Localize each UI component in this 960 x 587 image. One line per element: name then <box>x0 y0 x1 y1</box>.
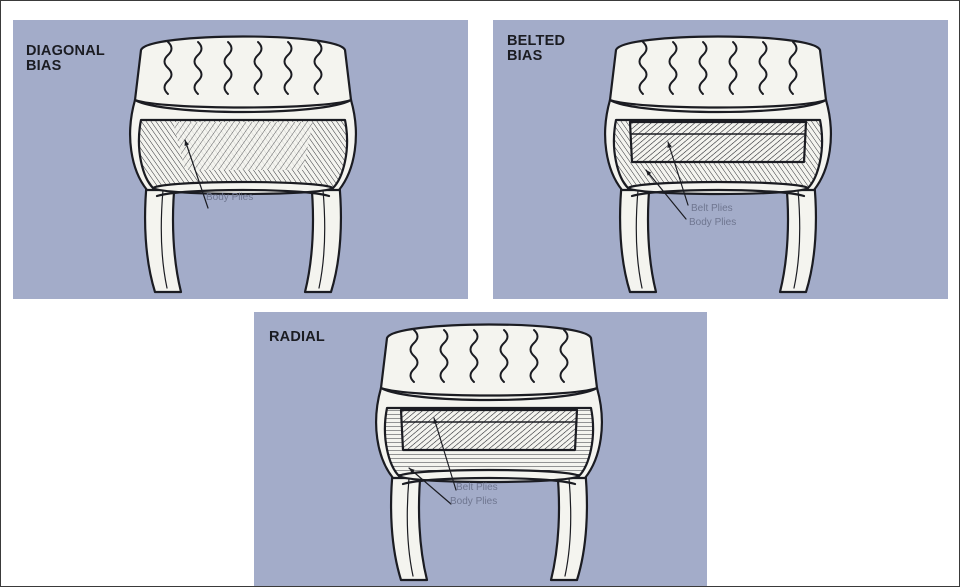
body-plies-label: Body Plies <box>689 217 736 228</box>
radial-panel: RADIAL Belt Plies Body Plies <box>254 312 707 586</box>
diagonal-bias-panel: DIAGONAL BIAS Body Plies <box>13 20 468 299</box>
belt-plies-label: Belt Plies <box>456 482 498 493</box>
panel-title: RADIAL <box>269 330 325 345</box>
body-plies-label: Body Plies <box>450 496 497 507</box>
belted-bias-panel: BELTED BIAS Belt Plies Body Plies <box>493 20 948 299</box>
radial-tire-illustration <box>254 312 707 586</box>
belt-plies-label: Belt Plies <box>691 203 733 214</box>
panel-title: BELTED BIAS <box>507 34 565 64</box>
body-plies-label: Body Plies <box>206 192 253 203</box>
panel-title: DIAGONAL BIAS <box>26 44 105 74</box>
